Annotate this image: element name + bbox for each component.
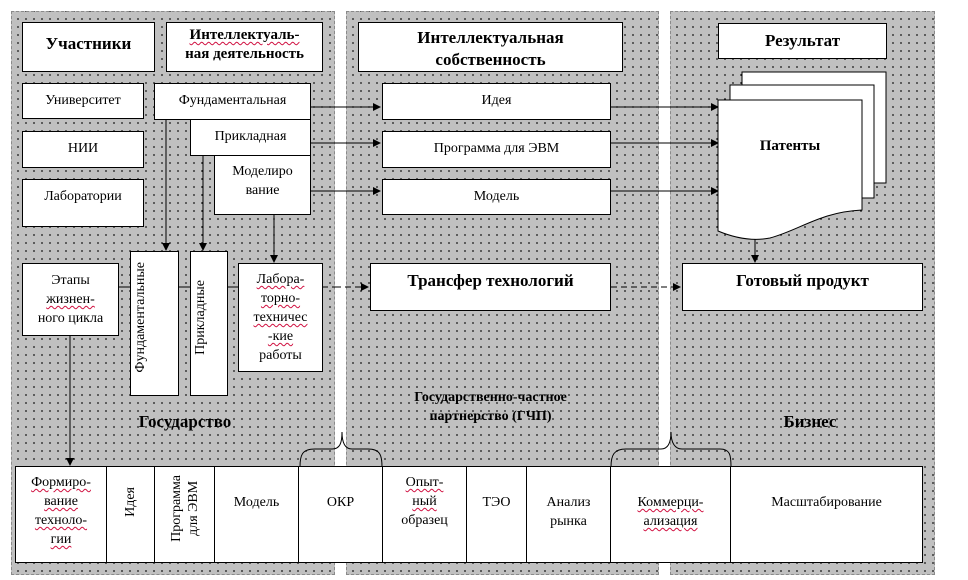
stage-commercialization: Коммерци- ализация	[611, 467, 731, 562]
ppp-label: Государственно-частное партнерство (ГЧП)	[414, 390, 567, 424]
result-header: Результат	[718, 23, 887, 59]
stage-market-analysis: Анализ рынка	[527, 467, 611, 562]
participant-laboratories: Лаборатории	[22, 179, 144, 227]
stages-table: Формиро- вание техноло- гии Идея Програм…	[15, 466, 923, 563]
brace-state-ppp	[299, 431, 383, 468]
state-label: Государство	[138, 412, 232, 431]
finished-product-box: Готовый продукт	[682, 263, 923, 311]
activity-fundamental: Фундаментальная	[154, 83, 311, 120]
applied-research-box: Прикладные	[190, 251, 228, 396]
ip-idea: Идея	[382, 83, 611, 120]
participants-header: Участники	[22, 22, 155, 72]
stage-okr: ОКР	[299, 467, 383, 562]
business-label: Бизнес	[783, 412, 837, 431]
activity-header: Интеллектуаль- ная деятельность	[166, 22, 323, 72]
ip-program: Программа для ЭВМ	[382, 131, 611, 168]
lab-works-box: Лабора- торно- техничес -кие работы	[238, 263, 323, 372]
stage-technology-formation: Формиро- вание техноло- гии	[16, 467, 107, 562]
activity-applied: Прикладная	[190, 119, 311, 156]
stage-model: Модель	[215, 467, 299, 562]
patents-stack-icon	[717, 71, 887, 240]
participant-nii: НИИ	[22, 131, 144, 168]
patents-label: Патенты	[759, 138, 821, 154]
stage-prototype: Опыт- ный образец	[383, 467, 467, 562]
participant-university: Университет	[22, 83, 144, 119]
stage-idea: Идея	[107, 467, 155, 562]
fundamental-research-box: Фундаментальные	[130, 251, 179, 396]
ip-model: Модель	[382, 179, 611, 215]
brace-ppp-business	[610, 431, 732, 468]
activity-modeling: Моделиро вание	[214, 155, 311, 215]
stage-feasibility: ТЭО	[467, 467, 527, 562]
ip-header: Интеллектуальная собственность	[358, 22, 623, 72]
stage-program: Программа для ЭВМ	[155, 467, 215, 562]
stage-scaling: Масштабирование	[771, 495, 882, 510]
technology-transfer-box: Трансфер технологий	[370, 263, 611, 311]
lifecycle-stages-box: Этапы жизнен- ного цикла	[22, 263, 119, 336]
